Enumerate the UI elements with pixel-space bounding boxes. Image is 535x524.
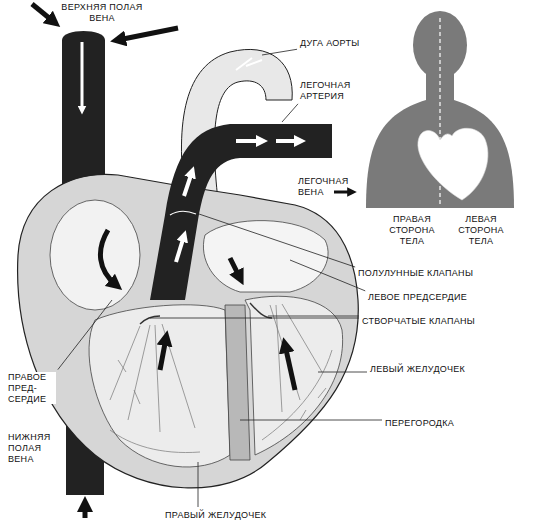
leader-line (199, 214, 355, 267)
part-label: ПОЛУЛУННЫЕ КЛАПАНЫ (358, 268, 473, 279)
part-label: ЛЕВАЯ СТОРОНА ТЕЛА (452, 214, 510, 246)
label-holder: ПОЛУЛУННЫЕ КЛАПАНЫ (358, 262, 473, 280)
right-atrium (50, 200, 140, 310)
part-label: ЛЕГОЧНАЯ ВЕНА (298, 176, 356, 198)
label-holder: ЛЕГОЧНАЯ ВЕНА (298, 176, 356, 199)
heart-location (418, 128, 488, 200)
leader-line (198, 462, 199, 507)
part-label: ПРАВЫЙ ЖЕЛУДОЧЕК (165, 510, 266, 521)
part-label: ДУГА АОРТЫ (300, 38, 360, 49)
label-holder: ПРАВАЯ СТОРОНА ТЕЛА (383, 214, 441, 248)
part-label: ВЕРХНЯЯ ПОЛАЯ ВЕНА (58, 2, 146, 24)
label-holder: ПЕРЕГОРОДКА (385, 412, 454, 430)
label-holder: ПРАВОЕ ПРЕД- СЕРДИЕ (6, 372, 56, 406)
flow-arrows-white (176, 141, 300, 262)
part-label: ПРАВОЕ ПРЕД- СЕРДИЕ (6, 372, 56, 404)
right-ventricle (89, 305, 230, 467)
part-label: ЛЕВЫЙ ЖЕЛУДОЧЕК (370, 364, 465, 375)
part-label: ЛЕГОЧНАЯ АРТЕРИЯ (300, 80, 372, 102)
leader-line (282, 104, 298, 122)
body-silhouette (366, 11, 514, 208)
septum (225, 305, 250, 460)
left-ventricle (245, 296, 343, 455)
part-label: НИЖНЯЯ ПОЛАЯ ВЕНА (6, 432, 60, 464)
leader-line (318, 372, 367, 373)
label-holder: ЛЕГОЧНАЯ АРТЕРИЯ (300, 80, 372, 103)
label-holder: ПРАВЫЙ ЖЕЛУДОЧЕК (165, 504, 266, 522)
leader-line (58, 300, 112, 370)
label-holder: СТВОРЧАТЫЕ КЛАПАНЫ (362, 310, 475, 328)
part-label: СТВОРЧАТЫЕ КЛАПАНЫ (362, 316, 475, 327)
leader-line (290, 260, 365, 291)
label-holder: ЛЕВАЯ СТОРОНА ТЕЛА (452, 214, 510, 248)
cusp-valves (140, 303, 272, 324)
pulmonary-artery (150, 124, 332, 300)
semilunar-valve (170, 211, 196, 215)
part-label: ПЕРЕГОРОДКА (385, 418, 454, 429)
pulmonary-vein-arrow (334, 191, 352, 194)
chordae-tendineae (110, 304, 332, 453)
leader-line (262, 49, 297, 55)
leader-line (268, 316, 359, 317)
label-holder: НИЖНЯЯ ПОЛАЯ ВЕНА (6, 432, 60, 466)
part-label: ПРАВАЯ СТОРОНА ТЕЛА (383, 214, 441, 246)
flow-arrows-black (32, 4, 295, 518)
label-holder: ВЕРХНЯЯ ПОЛАЯ ВЕНА (58, 2, 146, 25)
aorta-highlight (236, 58, 262, 70)
leader-line (240, 420, 382, 421)
left-atrium (203, 221, 328, 292)
label-holder: ЛЕВОЕ ПРЕДСЕРДИЕ (368, 286, 467, 304)
label-holder: ДУГА АОРТЫ (300, 32, 360, 50)
part-label: ЛЕВОЕ ПРЕДСЕРДИЕ (368, 292, 467, 303)
label-holder: ЛЕВЫЙ ЖЕЛУДОЧЕК (370, 358, 465, 376)
leader-line (150, 318, 359, 319)
